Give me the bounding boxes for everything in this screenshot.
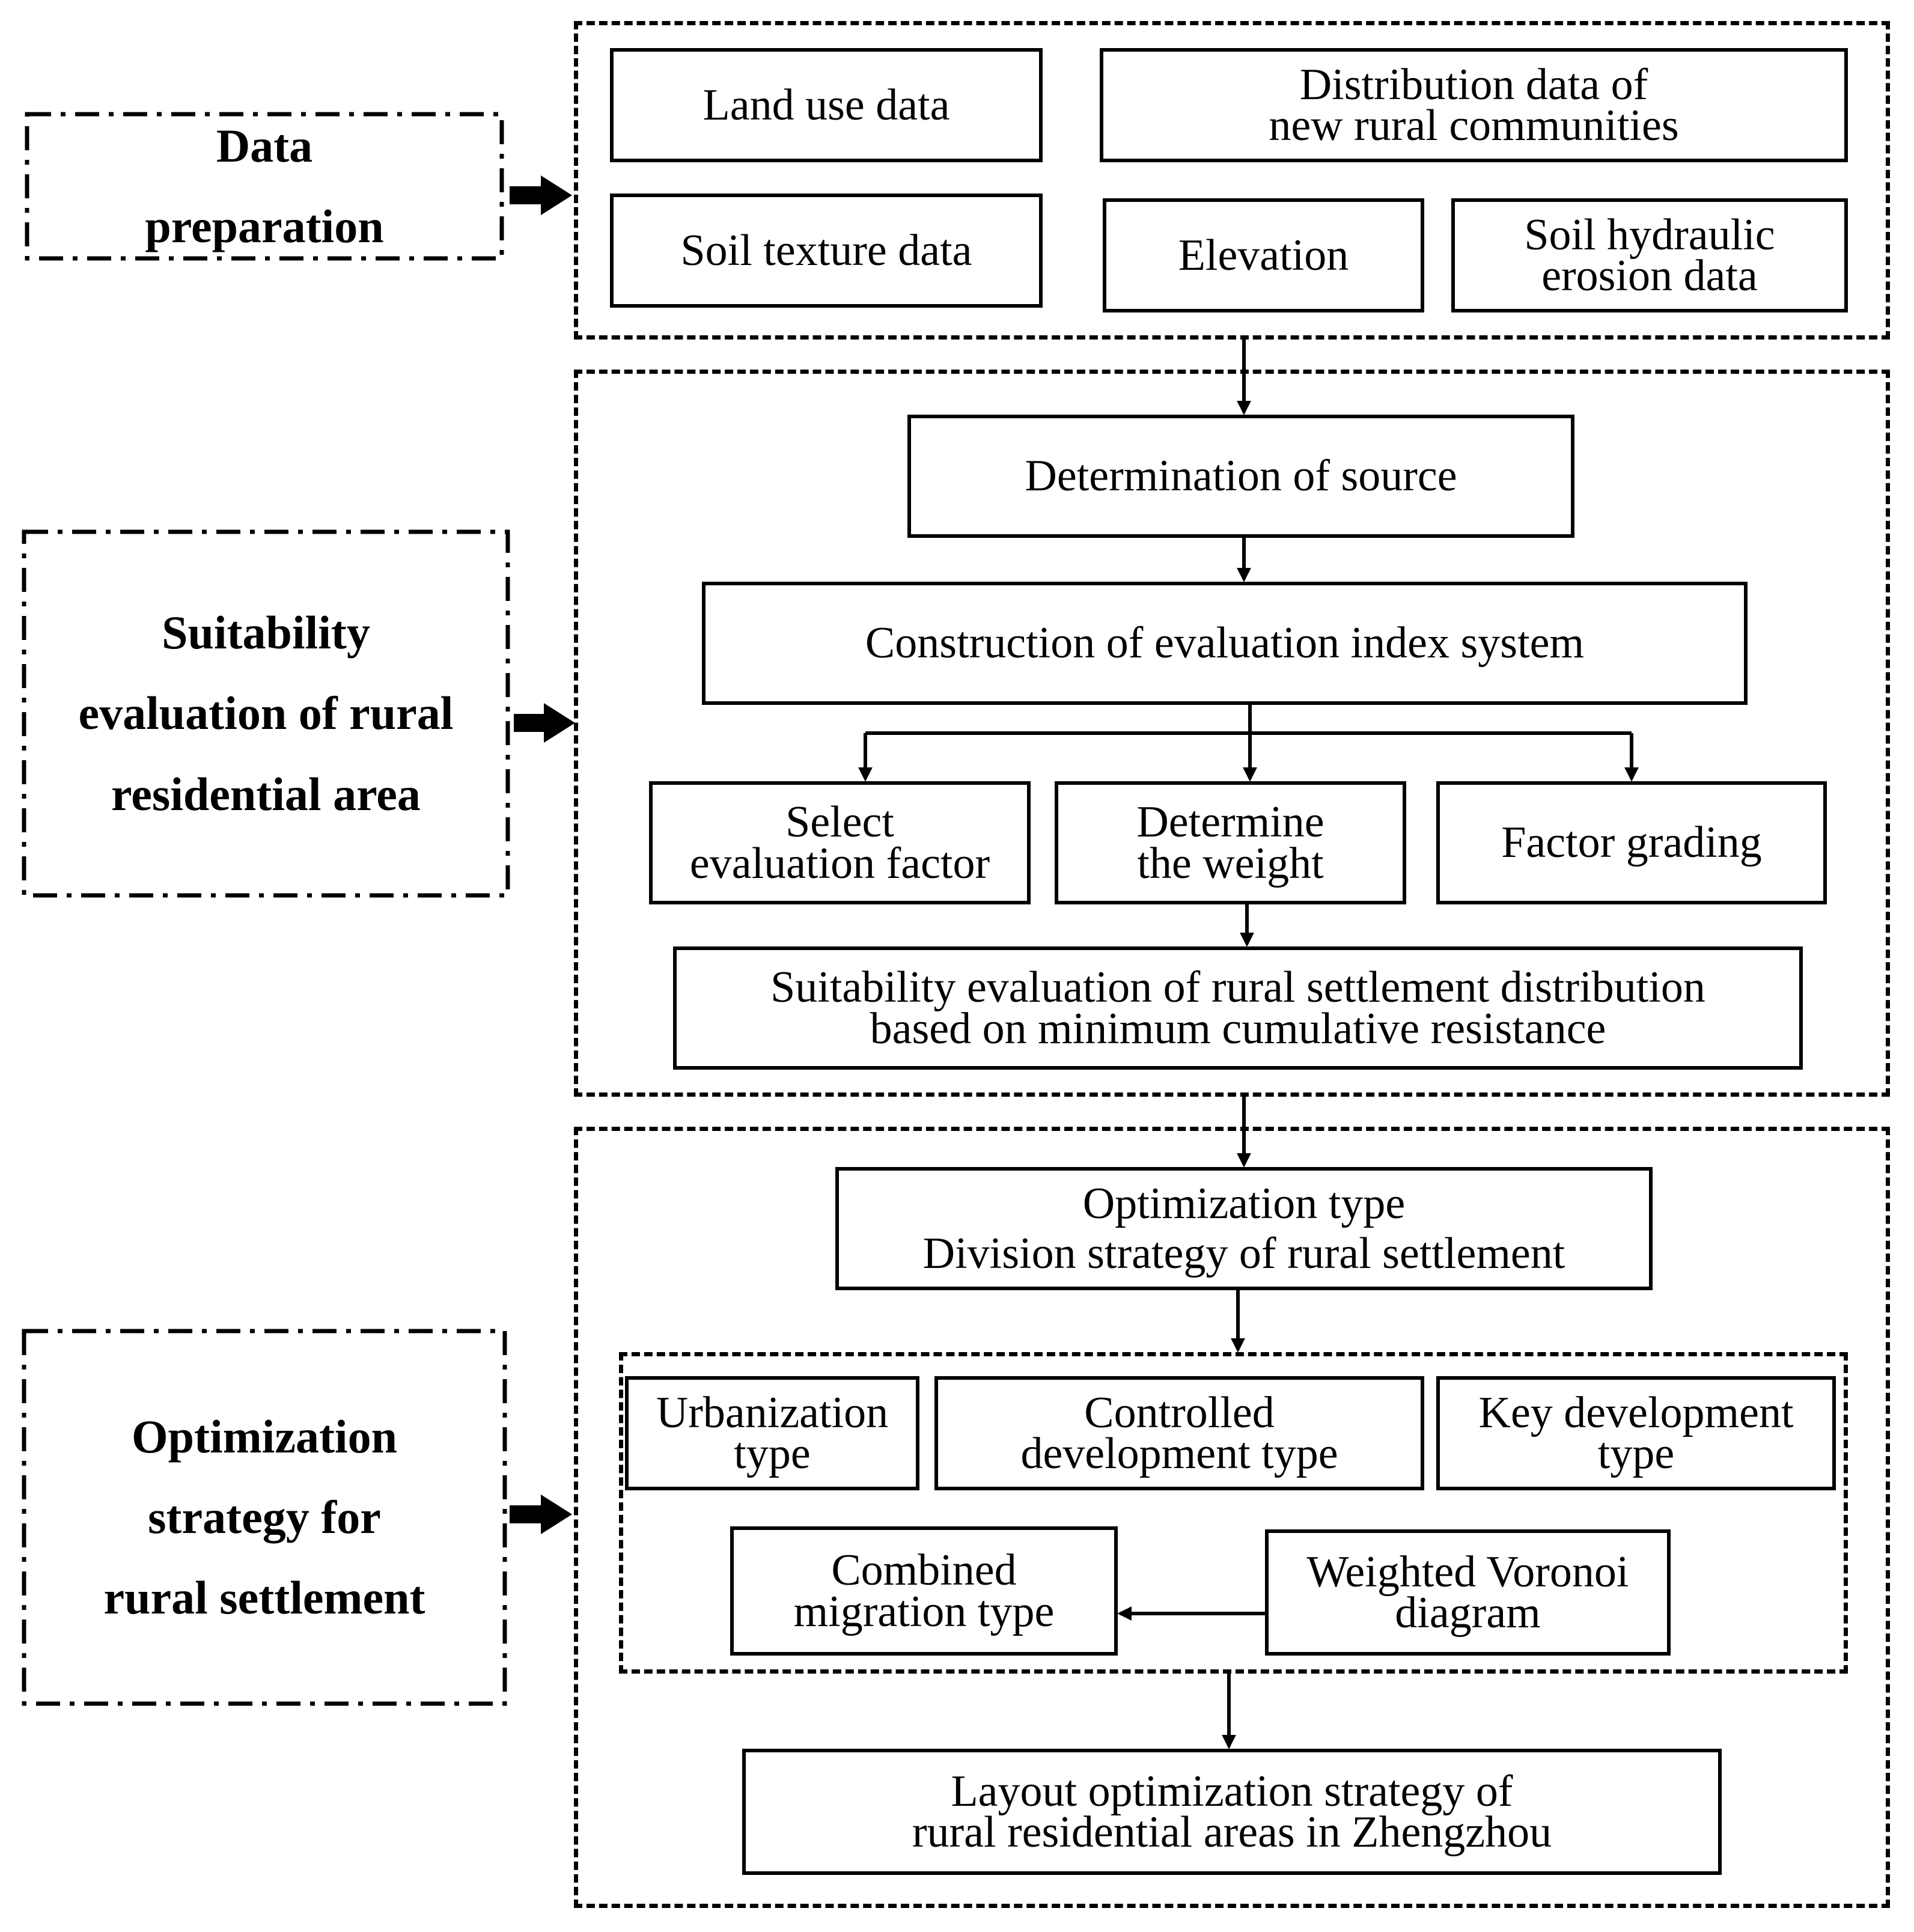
text-line: Distribution data of <box>1299 59 1648 109</box>
factor-grading-box: Factor grading <box>1436 781 1827 904</box>
text-line: new rural communities <box>1269 101 1679 150</box>
text-line: Division strategy of rural settlement <box>922 1228 1565 1278</box>
mcr-suitability-evaluation-box: Suitability evaluation of rural settleme… <box>673 946 1803 1070</box>
box-text: Combined migration type <box>793 1546 1055 1636</box>
stage-frame-optimization <box>22 1329 507 1706</box>
box-text: Elevation <box>1178 230 1349 280</box>
distribution-data-box: Distribution data of new rural communiti… <box>1100 48 1848 162</box>
stage-label-line: evaluation of rural <box>78 687 454 740</box>
stage-optimization-strategy: Optimization strategy for rural settleme… <box>24 1331 505 1704</box>
text-line: Optimization type <box>1082 1178 1406 1228</box>
determine-weight-box: Determine the weight <box>1055 781 1406 904</box>
box-text: Select evaluation factor <box>689 797 990 888</box>
text-line: migration type <box>793 1586 1055 1636</box>
determination-of-source-box: Determination of source <box>907 415 1574 538</box>
text-line: rural residential areas in Zhengzhou <box>912 1808 1552 1857</box>
text-line: the weight <box>1137 838 1324 888</box>
stage-arrow-suitability <box>514 703 575 743</box>
key-development-type-box: Key development type <box>1436 1376 1836 1490</box>
stage-label-line: Data <box>216 119 313 172</box>
box-text: Urbanization type <box>656 1388 889 1478</box>
division-strategy-box: Optimization type Division strategy of r… <box>835 1167 1653 1290</box>
combined-migration-type-box: Combined migration type <box>730 1526 1118 1656</box>
text-line: Key development <box>1478 1388 1794 1437</box>
text-line: diagram <box>1395 1588 1541 1638</box>
land-use-data-box: Land use data <box>610 48 1043 162</box>
stage-label-line: Optimization <box>132 1410 397 1463</box>
text-line: Controlled <box>1084 1388 1275 1437</box>
text-line: Layout optimization strategy of <box>951 1766 1513 1816</box>
box-text: Optimization type Division strategy of r… <box>923 1179 1565 1279</box>
box-text: Determination of source <box>1025 451 1457 501</box>
text-line: Weighted Voronoi <box>1306 1547 1629 1597</box>
suitability-evaluation-group <box>574 370 1890 1097</box>
box-text: Distribution data of new rural communiti… <box>1269 59 1679 150</box>
box-text: Controlled development type <box>1020 1388 1338 1478</box>
stage-arrow-optimization <box>510 1495 572 1534</box>
index-system-box: Construction of evaluation index system <box>702 582 1748 705</box>
weighted-voronoi-box: Weighted Voronoi diagram <box>1265 1529 1671 1656</box>
text-line: Determine <box>1136 797 1324 847</box>
stage-label-line: Suitability <box>162 606 370 659</box>
stage-frame-suitability <box>22 529 510 898</box>
stage-suitability-evaluation: Suitability evaluation of rural resident… <box>24 532 508 895</box>
layout-optimization-strategy-box: Layout optimization strategy of rural re… <box>742 1749 1722 1875</box>
text-line: Select <box>785 797 894 847</box>
urbanization-type-box: Urbanization type <box>625 1376 919 1490</box>
stage-label-line: residential area <box>111 767 421 820</box>
data-preparation-group <box>574 21 1890 340</box>
elevation-box: Elevation <box>1103 198 1424 312</box>
stage-label-line: strategy for <box>148 1490 381 1543</box>
stage-label-line: rural settlement <box>103 1571 425 1624</box>
box-text: Soil texture data <box>680 225 972 275</box>
box-text: Land use data <box>703 80 950 130</box>
text-line: Suitability evaluation of rural settleme… <box>770 963 1705 1013</box>
optimization-strategy-group <box>574 1127 1890 1908</box>
box-text: Construction of evaluation index system <box>865 618 1585 668</box>
box-text: Suitability evaluation of rural settleme… <box>770 963 1705 1053</box>
stage-arrow-data-preparation <box>510 175 572 215</box>
box-text: Layout optimization strategy of rural re… <box>912 1766 1552 1857</box>
text-line: Urbanization <box>656 1388 889 1437</box>
box-text: Key development type <box>1478 1388 1794 1478</box>
controlled-development-type-box: Controlled development type <box>934 1376 1424 1490</box>
box-text: Determine the weight <box>1136 797 1324 888</box>
box-text: Factor grading <box>1501 818 1762 868</box>
stage-frame-data-preparation <box>25 112 504 261</box>
select-evaluation-factor-box: Select evaluation factor <box>649 781 1031 904</box>
soil-texture-data-box: Soil texture data <box>610 194 1043 308</box>
box-text: Soil hydraulic erosion data <box>1524 210 1775 300</box>
soil-hydraulic-erosion-box: Soil hydraulic erosion data <box>1451 198 1848 312</box>
text-line: Soil hydraulic <box>1524 210 1775 260</box>
text-line: erosion data <box>1541 251 1758 300</box>
box-text: Weighted Voronoi diagram <box>1306 1547 1629 1638</box>
text-line: based on minimum cumulative resistance <box>870 1004 1606 1053</box>
text-line: Combined <box>831 1546 1017 1595</box>
text-line: type <box>734 1429 811 1478</box>
stage-data-preparation: Data preparation <box>27 114 502 258</box>
optimization-types-group <box>619 1352 1848 1674</box>
stage-label-line: preparation <box>145 200 384 252</box>
text-line: evaluation factor <box>689 838 990 888</box>
text-line: development type <box>1020 1429 1338 1478</box>
text-line: type <box>1597 1429 1675 1478</box>
